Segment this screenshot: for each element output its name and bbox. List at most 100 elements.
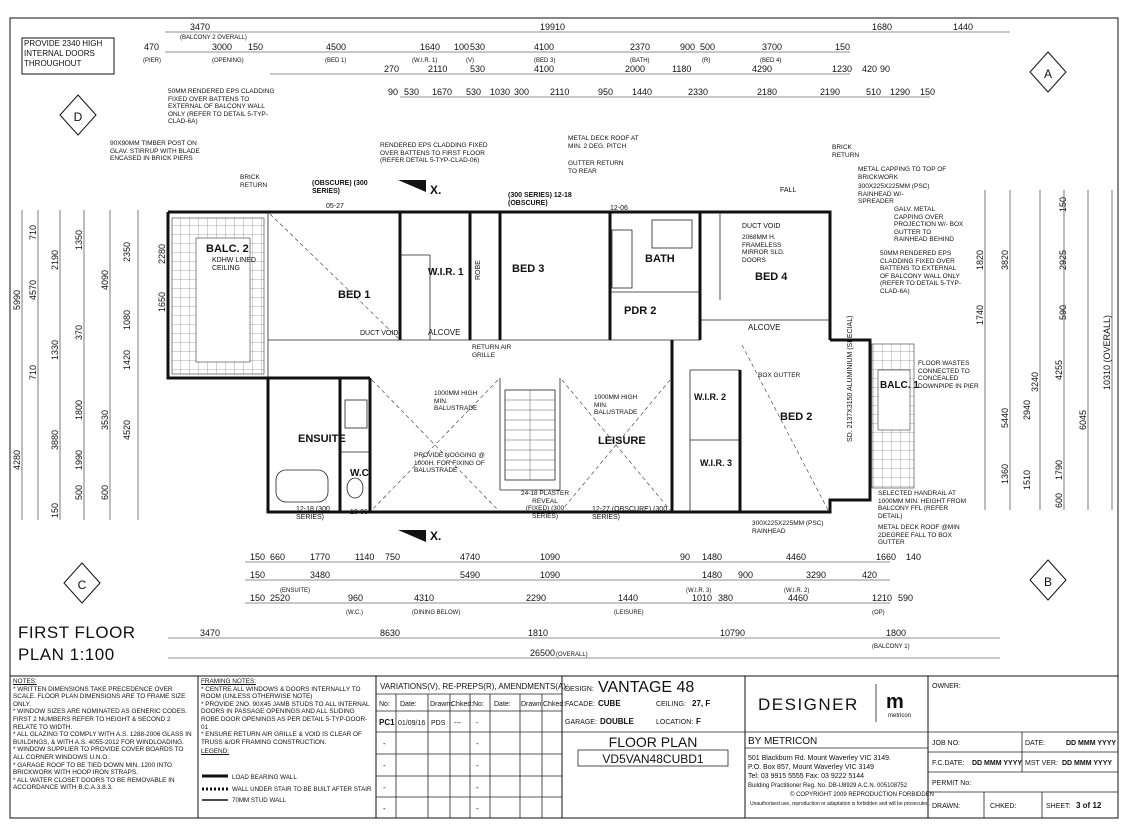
- svg-text:1990: 1990: [74, 450, 84, 470]
- svg-text:OWNER:: OWNER:: [932, 683, 961, 690]
- svg-text:470: 470: [144, 42, 159, 52]
- svg-text:4500: 4500: [326, 42, 346, 52]
- svg-text:DOUBLE: DOUBLE: [600, 717, 634, 726]
- grid-marker-d: D: [59, 94, 97, 136]
- svg-text:(DINING BELOW): (DINING BELOW): [412, 610, 460, 616]
- svg-text:Unauthorised use, reproduction: Unauthorised use, reproduction or adapta…: [750, 801, 930, 807]
- note-rainhead-2: 300X225X225MM (PSC) RAINHEAD: [752, 520, 824, 535]
- bath-tub: [611, 229, 633, 289]
- svg-text:100: 100: [454, 42, 469, 52]
- svg-text:1480: 1480: [702, 570, 722, 580]
- svg-text:(R): (R): [702, 58, 710, 64]
- svg-text:(W.C.): (W.C.): [346, 610, 363, 616]
- svg-text:3290: 3290: [806, 570, 826, 580]
- svg-text:X.: X.: [430, 183, 441, 197]
- room-label-bed1: BED 1: [338, 289, 370, 301]
- kdhw-lined-ceiling-note: KDHW LINED CEILING: [212, 257, 256, 272]
- framing-item: * ENSURE RETURN AIR GRILLE & VOID IS CLE…: [201, 731, 362, 746]
- room-label-bath: BATH: [645, 253, 675, 265]
- room-label-pdr2: PDR 2: [624, 305, 656, 317]
- svg-text:1090: 1090: [540, 552, 560, 562]
- title-block-right: OWNER: JOB NO: DATE: DD MMM YYYY F.C.DAT…: [932, 683, 1116, 810]
- svg-text:3470: 3470: [190, 22, 210, 32]
- svg-text:500: 500: [74, 485, 84, 500]
- svg-text:19910: 19910: [540, 22, 565, 32]
- svg-text:600: 600: [100, 485, 110, 500]
- svg-text:4310: 4310: [414, 593, 434, 603]
- svg-text:2350: 2350: [122, 242, 132, 262]
- svg-text:1740: 1740: [975, 305, 985, 325]
- note-box-frame: [21, 37, 115, 75]
- svg-text:F.C.DATE:: F.C.DATE:: [932, 760, 965, 767]
- svg-text:D: D: [74, 110, 83, 124]
- note-rainhead: 300X225X225MM (PSC) RAINHEAD W/- SPREADE…: [858, 183, 930, 205]
- svg-text:(BED 1): (BED 1): [325, 58, 346, 64]
- note-bottom-1227: 12-27 (OBSCURE) (300 SERIES): [592, 506, 668, 521]
- balcony-2-lined-ceiling: [195, 237, 251, 363]
- svg-text:PDS: PDS: [431, 720, 446, 727]
- svg-text:150: 150: [50, 503, 60, 518]
- svg-text:710: 710: [28, 365, 38, 380]
- note-box-text: PROVIDE 2340 HIGH INTERNAL DOORS THROUGH…: [24, 39, 103, 68]
- room-label-duct-void-2: DUCT VOID: [742, 223, 780, 230]
- svg-text:DD MMM YYYY: DD MMM YYYY: [1066, 740, 1116, 747]
- svg-text:90: 90: [680, 552, 690, 562]
- note-code-1206: 12-06: [610, 205, 628, 212]
- svg-text:1790: 1790: [1054, 460, 1064, 480]
- svg-text:90: 90: [880, 64, 890, 74]
- room-label-bed4: BED 4: [755, 271, 788, 283]
- svg-text:Building Practitioner Reg. No.: Building Practitioner Reg. No. DB-U8929 …: [748, 783, 908, 789]
- note-handrail: SELECTED HANDRAIL AT 1000MM MIN. HEIGHT …: [878, 490, 967, 520]
- svg-text:960: 960: [348, 593, 363, 603]
- interior-walls: [268, 212, 830, 512]
- svg-text:4460: 4460: [788, 593, 808, 603]
- svg-text:2290: 2290: [526, 593, 546, 603]
- svg-text:-: -: [383, 783, 386, 792]
- room-label-bed2: BED 2: [780, 411, 812, 423]
- note-return-air: RETURN AIR GRILLE: [472, 344, 512, 359]
- legend-samples: [202, 774, 228, 801]
- svg-text:DD MMM YYYY: DD MMM YYYY: [972, 760, 1022, 767]
- svg-text:27, F: 27, F: [692, 699, 710, 708]
- svg-text:1800: 1800: [74, 400, 84, 420]
- framing-heading: FRAMING NOTES:: [201, 678, 257, 685]
- room-label-wc: W.C.: [350, 468, 372, 479]
- notes-item: * ALL GLAZING TO COMPLY WITH A.S. 1288-2…: [13, 731, 192, 746]
- svg-text:3480: 3480: [310, 570, 330, 580]
- svg-text:2190: 2190: [50, 250, 60, 270]
- svg-text:(OVERALL): (OVERALL): [556, 652, 588, 658]
- note-cladding-first: RENDERED EPS CLADDING FIXED OVER BATTENS…: [380, 142, 488, 164]
- metricon-logo-mark: m: [886, 691, 904, 713]
- framing-item: * PROVIDE 2NO. 90X45 JAMB STUDS TO ALL I…: [201, 700, 370, 731]
- svg-text:1030: 1030: [490, 87, 510, 97]
- sheet-border: [9, 17, 1119, 819]
- svg-text:Date:: Date:: [494, 701, 511, 708]
- svg-text:4255: 4255: [1054, 360, 1064, 380]
- svg-text:530: 530: [470, 42, 485, 52]
- svg-text:4280: 4280: [12, 450, 22, 470]
- svg-text:1290: 1290: [890, 87, 910, 97]
- svg-text:2520: 2520: [270, 593, 290, 603]
- svg-text:2925: 2925: [1058, 250, 1068, 270]
- room-label-robe: ROBE: [475, 260, 482, 280]
- svg-text:1480: 1480: [702, 552, 722, 562]
- svg-text:4460: 4460: [786, 552, 806, 562]
- svg-text:5440: 5440: [1000, 408, 1010, 428]
- svg-text:3880: 3880: [50, 430, 60, 450]
- svg-text:01/09/16: 01/09/16: [398, 720, 425, 727]
- svg-text:1440: 1440: [618, 593, 638, 603]
- svg-text:-: -: [476, 804, 479, 813]
- svg-text:B: B: [1044, 575, 1052, 589]
- svg-text:2000: 2000: [625, 64, 645, 74]
- design-info: DESIGN: VANTAGE 48 FACADE: CUBE CEILING:…: [565, 679, 710, 766]
- svg-text:GARAGE:: GARAGE:: [565, 719, 597, 726]
- svg-text:3700: 3700: [762, 42, 782, 52]
- svg-text:(BED 4): (BED 4): [760, 58, 781, 64]
- room-label-ensuite: ENSUITE: [298, 433, 346, 445]
- svg-text:CEILING:: CEILING:: [656, 701, 686, 708]
- note-cladding-balc1: 50MM RENDERED EPS CLADDING FIXED OVER BA…: [880, 250, 962, 295]
- svg-text:950: 950: [598, 87, 613, 97]
- legend-load-bearing: LOAD BEARING WALL: [232, 774, 297, 781]
- svg-text:2280: 2280: [157, 244, 167, 264]
- notes-item: * GARAGE ROOF TO BE TIED DOWN MIN. 1200 …: [13, 761, 172, 777]
